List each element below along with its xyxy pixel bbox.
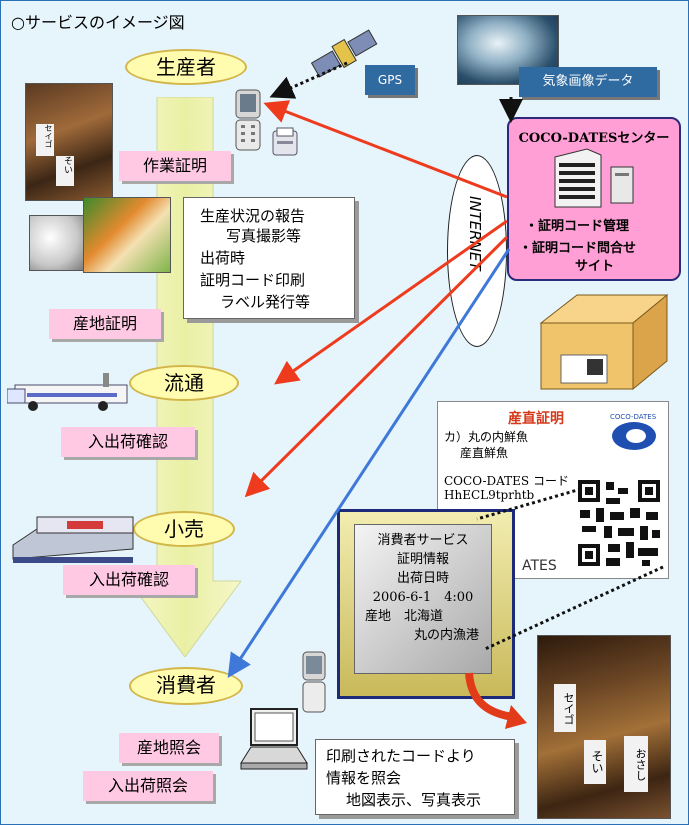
diagram-title: ○サービスのイメージ図	[11, 13, 185, 32]
callout-line-photo: 写真撮影等	[226, 227, 302, 245]
certificate-brand-fragment: ATES	[522, 558, 557, 574]
retail-store-icon	[12, 516, 134, 563]
consumer-service-line2: 出荷日時	[396, 571, 449, 586]
label-origin-proof: 産地証明	[49, 309, 161, 339]
consumer-phone-icon	[302, 651, 326, 713]
label-ship-check-1: 入出荷確認	[61, 427, 195, 457]
role-retail: 小売	[133, 511, 235, 547]
consumer-service-line1: 証明情報	[396, 552, 449, 567]
coco-dates-logo-icon: COCO-DATES	[610, 413, 657, 450]
callout-line-label: ラベル発行等	[220, 293, 311, 311]
weather-data-label: 気象画像データ	[519, 67, 657, 97]
role-consumer: 消費者	[129, 667, 243, 705]
producer-callout: 生産状況の報告 写真撮影等 出荷時 証明コード印刷 ラベル発行等	[183, 197, 355, 319]
shipping-box-icon	[539, 293, 669, 391]
center-title: COCO-DATESセンター	[518, 131, 670, 146]
certificate-line1: カ）丸の内鮮魚	[444, 430, 529, 444]
fish-photo-bottom: セイゴ そい おさし	[537, 635, 671, 819]
coco-dates-center: COCO-DATESセンター ・証明コード管理 ・証明コード問合せ サイト	[507, 117, 681, 281]
fish-tag-seigo-top: セイゴ	[36, 124, 54, 156]
produce-photo-onions	[29, 215, 89, 271]
consumer-service-title: 消費者サービス	[377, 533, 469, 548]
callout-line-code: 証明コード印刷	[200, 271, 306, 289]
center-item-inquiry: ・証明コード問合せ	[519, 241, 637, 256]
certificate-code-value: HhECL9tprhtb	[444, 488, 535, 502]
label-work-proof: 作業証明	[119, 151, 231, 181]
fish-tag-soi-top: そい	[56, 156, 74, 186]
fish-tag-soi: そい	[584, 740, 606, 784]
label-printer-icon	[272, 127, 298, 156]
mobile-phone-icon	[235, 89, 261, 151]
fish-photo-top: セイゴ そい	[25, 83, 113, 201]
server-building-icon	[554, 148, 634, 208]
consumer-service-panel: 消費者サービス 証明情報 出荷日時 2006-6-1 4:00 産地 北海道 丸…	[337, 509, 515, 699]
internet-label: INTERNET	[466, 196, 484, 271]
center-item-code-management: ・証明コード管理	[525, 219, 630, 234]
consumer-service-date: 2006-6-1 4:00	[372, 590, 474, 605]
gps-label: GPS	[365, 65, 415, 95]
label-ship-check-2: 入出荷確認	[63, 565, 195, 595]
role-producer: 生産者	[125, 49, 247, 85]
truck-icon	[7, 373, 128, 411]
consumer-callout-line1: 印刷されたコードより	[326, 747, 476, 765]
callout-line-report: 生産状況の報告	[200, 207, 306, 225]
fish-tag-seigo: セイゴ	[554, 684, 576, 732]
produce-photo-vegetables	[83, 197, 171, 273]
svg-text:COCO-DATES: COCO-DATES	[610, 413, 657, 421]
consumer-callout-line3: 地図表示、写真表示	[346, 791, 482, 809]
label-origin-query: 産地照会	[119, 733, 219, 763]
consumer-callout: 印刷されたコードより 情報を照会 地図表示、写真表示	[315, 739, 515, 815]
callout-line-ship: 出荷時	[200, 249, 246, 267]
consumer-service-place2: 丸の内漁港	[413, 628, 479, 643]
center-item-site: サイト	[575, 259, 615, 274]
curved-arrow-head	[505, 705, 527, 729]
role-distribution: 流通	[129, 365, 239, 401]
internet-cloud: INTERNET	[447, 155, 507, 347]
fish-tag-osashi: おさし	[624, 736, 648, 792]
certificate-code-label: COCO-DATES コード	[444, 474, 569, 488]
label-ship-query: 入出荷照会	[83, 771, 213, 801]
consumer-service-screen: 消費者サービス 証明情報 出荷日時 2006-6-1 4:00 産地 北海道 丸…	[354, 524, 492, 674]
certificate-line2: 産直鮮魚	[460, 446, 509, 460]
laptop-icon	[240, 708, 308, 770]
qr-code-icon	[576, 478, 662, 568]
consumer-service-place1: 産地 北海道	[365, 609, 444, 624]
consumer-callout-line2: 情報を照会	[326, 769, 402, 787]
certificate-title: 産直証明	[508, 411, 564, 427]
